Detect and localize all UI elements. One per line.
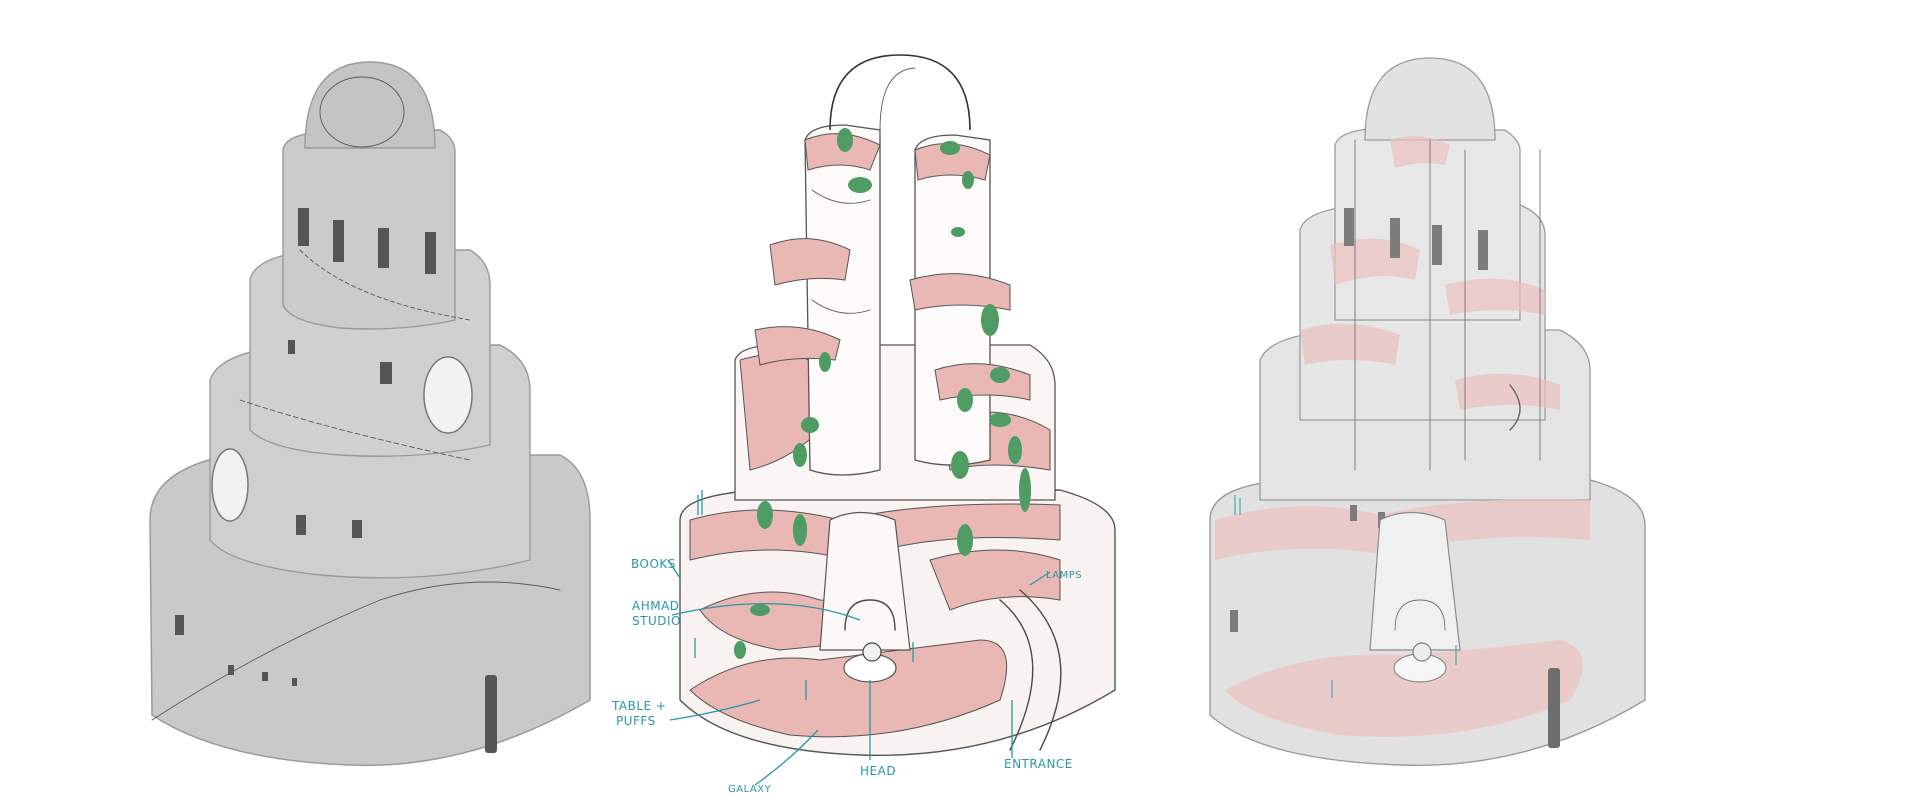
panel-transparent-overlay: [1209, 57, 1646, 767]
round-window-1: [423, 356, 473, 434]
cutaway-dome: [829, 54, 971, 131]
column-left: [804, 124, 881, 476]
figures: [694, 490, 914, 700]
window-8: [352, 520, 362, 538]
central-arch: [819, 511, 911, 651]
round-window-2: [211, 448, 249, 522]
label-ahmad-studio-2: STUDIO: [632, 614, 681, 628]
window-3: [378, 228, 389, 268]
label-galaxy: GALAXY: [728, 784, 772, 795]
label-ahmad-studio-1: AHMAD: [632, 599, 680, 613]
window-1: [298, 208, 309, 246]
ghost-front-door: [1548, 668, 1560, 748]
label-head: HEAD: [860, 764, 896, 778]
window-5: [288, 340, 295, 354]
front-door: [485, 675, 497, 753]
panel-solid-exterior: [149, 61, 591, 767]
label-books: BOOKS: [631, 557, 676, 571]
label-entrance: ENTRANCE: [1004, 757, 1073, 771]
window-6: [380, 362, 392, 384]
window-9: [175, 615, 184, 635]
plants: [734, 128, 1031, 659]
label-lamps: LAMPS: [1046, 570, 1082, 581]
floor-ground: [689, 639, 1008, 738]
label-table-puffs-1: TABLE +: [611, 699, 666, 713]
dome: [304, 61, 436, 149]
window-7: [296, 515, 306, 535]
ghost-dome: [1364, 57, 1496, 141]
window-2: [333, 220, 344, 262]
window-4: [425, 232, 436, 274]
label-table-puffs-2: PUFFS: [616, 714, 656, 728]
panel-cutaway-annotated: BOOKS AHMAD STUDIO TABLE + PUFFS GALAXY …: [611, 54, 1116, 795]
